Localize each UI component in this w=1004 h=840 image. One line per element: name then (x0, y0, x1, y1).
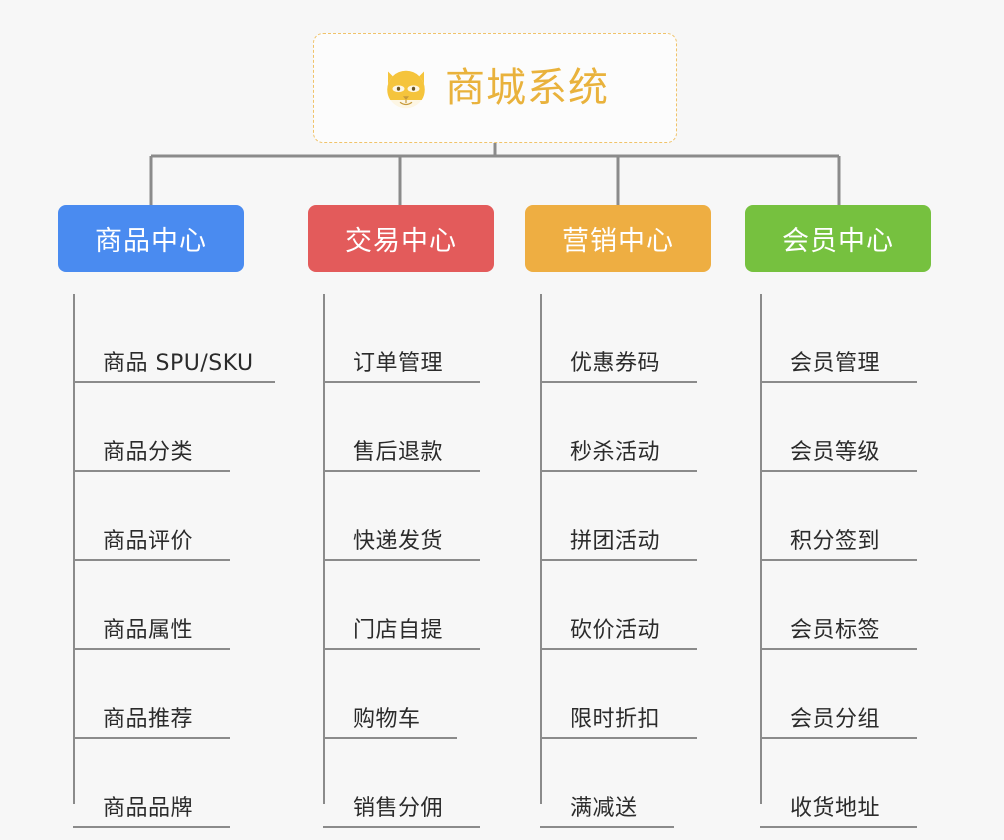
leaf-node[interactable]: 砍价活动 (540, 561, 725, 650)
category-column-0: 商品中心商品 SPU/SKU 商品分类商品评价商品属性商品推荐商品品牌 (58, 205, 290, 828)
branch-trunk-line (323, 294, 325, 804)
leaf-underline (760, 737, 917, 739)
leaf-underline (73, 470, 230, 472)
leaf-list-2: 优惠券码秒杀活动拼团活动砍价活动限时折扣满减送 (525, 294, 725, 828)
leaf-node[interactable]: 会员分组 (760, 650, 945, 739)
leaf-underline (760, 559, 917, 561)
branch-trunk-line (73, 294, 75, 804)
leaf-underline (760, 648, 917, 650)
leaf-node[interactable]: 拼团活动 (540, 472, 725, 561)
leaf-list-3: 会员管理会员等级积分签到会员标签会员分组收货地址 (745, 294, 945, 828)
leaf-list-1: 订单管理售后退款快递发货门店自提购物车销售分佣 (308, 294, 508, 828)
category-label: 营销中心 (562, 226, 674, 257)
leaf-node[interactable]: 商品 SPU/SKU (73, 294, 290, 383)
leaf-node[interactable]: 购物车 (323, 650, 508, 739)
leaf-list-0: 商品 SPU/SKU 商品分类商品评价商品属性商品推荐商品品牌 (58, 294, 290, 828)
leaf-node[interactable]: 积分签到 (760, 472, 945, 561)
leaf-label: 秒杀活动 (570, 439, 661, 465)
leaf-node[interactable]: 订单管理 (323, 294, 508, 383)
leaf-label: 收货地址 (790, 795, 881, 821)
leaf-label: 优惠券码 (570, 350, 661, 376)
leaf-node[interactable]: 商品评价 (73, 472, 290, 561)
leaf-label: 砍价活动 (570, 617, 661, 643)
leaf-label: 会员标签 (790, 617, 881, 643)
leaf-label: 商品 SPU/SKU (103, 350, 254, 376)
leaf-node[interactable]: 商品推荐 (73, 650, 290, 739)
leaf-label: 快递发货 (353, 528, 444, 554)
leaf-underline (73, 737, 230, 739)
leaf-label: 售后退款 (353, 439, 444, 465)
leaf-node[interactable]: 会员标签 (760, 561, 945, 650)
category-node-2[interactable]: 营销中心 (525, 205, 711, 272)
leaf-label: 积分签到 (790, 528, 881, 554)
leaf-node[interactable]: 商品属性 (73, 561, 290, 650)
category-node-3[interactable]: 会员中心 (745, 205, 931, 272)
category-node-1[interactable]: 交易中心 (308, 205, 494, 272)
leaf-underline (73, 381, 275, 383)
branch-trunk-line (540, 294, 542, 804)
leaf-node[interactable]: 快递发货 (323, 472, 508, 561)
leaf-node[interactable]: 收货地址 (760, 739, 945, 828)
leaf-underline (323, 381, 480, 383)
leaf-node[interactable]: 优惠券码 (540, 294, 725, 383)
leaf-label: 会员等级 (790, 439, 881, 465)
leaf-node[interactable]: 会员等级 (760, 383, 945, 472)
category-column-3: 会员中心会员管理会员等级积分签到会员标签会员分组收货地址 (745, 205, 945, 828)
leaf-label: 拼团活动 (570, 528, 661, 554)
leaf-underline (540, 737, 697, 739)
leaf-node[interactable]: 门店自提 (323, 561, 508, 650)
leaf-underline (540, 648, 697, 650)
category-label: 交易中心 (345, 226, 457, 257)
leaf-underline (73, 826, 230, 828)
leaf-node[interactable]: 商品分类 (73, 383, 290, 472)
leaf-label: 满减送 (570, 795, 638, 821)
leaf-underline (323, 648, 480, 650)
leaf-label: 订单管理 (353, 350, 444, 376)
leaf-node[interactable]: 会员管理 (760, 294, 945, 383)
leaf-label: 限时折扣 (570, 706, 661, 732)
leaf-underline (760, 470, 917, 472)
leaf-node[interactable]: 售后退款 (323, 383, 508, 472)
leaf-node[interactable]: 满减送 (540, 739, 725, 828)
leaf-underline (323, 826, 480, 828)
leaf-label: 会员管理 (790, 350, 881, 376)
leaf-underline (540, 470, 697, 472)
leaf-label: 商品推荐 (103, 706, 194, 732)
leaf-label: 会员分组 (790, 706, 881, 732)
leaf-node[interactable]: 限时折扣 (540, 650, 725, 739)
leaf-label: 门店自提 (353, 617, 444, 643)
leaf-underline (540, 826, 674, 828)
root-title: 商城系统 (445, 65, 609, 111)
leaf-underline (73, 559, 230, 561)
leaf-label: 商品属性 (103, 617, 194, 643)
leaf-label: 商品品牌 (103, 795, 194, 821)
leaf-node[interactable]: 商品品牌 (73, 739, 290, 828)
leaf-underline (540, 559, 697, 561)
category-column-1: 交易中心订单管理售后退款快递发货门店自提购物车销售分佣 (308, 205, 508, 828)
leaf-underline (323, 470, 480, 472)
leaf-underline (760, 381, 917, 383)
leaf-underline (540, 381, 697, 383)
category-node-0[interactable]: 商品中心 (58, 205, 244, 272)
leaf-label: 购物车 (353, 706, 421, 732)
leaf-underline (73, 648, 230, 650)
leaf-underline (323, 737, 457, 739)
leaf-node[interactable]: 秒杀活动 (540, 383, 725, 472)
leaf-label: 商品评价 (103, 528, 194, 554)
branch-trunk-line (760, 294, 762, 804)
leaf-node[interactable]: 销售分佣 (323, 739, 508, 828)
category-column-2: 营销中心优惠券码秒杀活动拼团活动砍价活动限时折扣满减送 (525, 205, 725, 828)
leaf-underline (760, 826, 917, 828)
leaf-label: 销售分佣 (353, 795, 444, 821)
category-label: 会员中心 (782, 226, 894, 257)
category-label: 商品中心 (95, 226, 207, 257)
leaf-label: 商品分类 (103, 439, 194, 465)
shiba-dog-face-icon (387, 70, 425, 109)
root-node[interactable]: 商城系统 (313, 33, 677, 143)
leaf-underline (323, 559, 480, 561)
